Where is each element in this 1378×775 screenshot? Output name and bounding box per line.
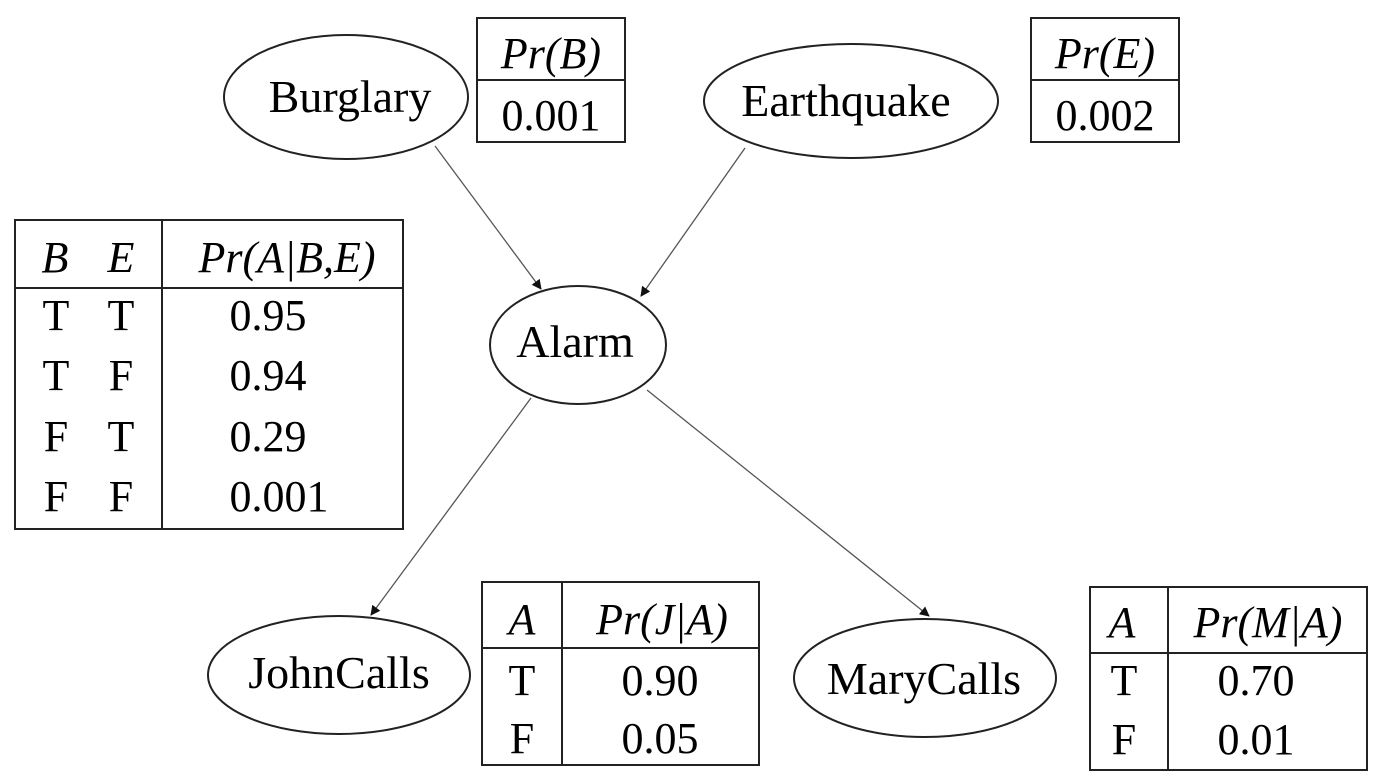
cpt-row: F 0.05 (510, 714, 699, 763)
cpt-cell-p: 0.95 (230, 291, 307, 340)
cpt-alarm: B E Pr(A|B,E) T T 0.95 T F 0.94 F T 0.29… (14, 219, 404, 530)
cpt-header-p: Pr(J|A) (595, 595, 728, 644)
cpt-header-e: E (107, 233, 135, 282)
cpt-johncalls: A Pr(J|A) T 0.90 F 0.05 (481, 581, 760, 766)
cpt-row: T 0.70 (1111, 656, 1295, 705)
cpt-header: Pr(B) (500, 29, 601, 78)
cpt-row: T 0.90 (509, 656, 699, 705)
cpt-cell-b: F (44, 412, 68, 461)
node-label: Burglary (269, 71, 432, 122)
cpt-cell-b: T (43, 291, 70, 340)
node-label: Alarm (516, 316, 634, 367)
node-marycalls[interactable]: MaryCalls (793, 618, 1057, 738)
cpt-marycalls: A Pr(M|A) T 0.70 F 0.01 (1089, 586, 1368, 771)
edge-alarm-johncalls (370, 397, 532, 616)
cpt-header-a: A (506, 595, 537, 644)
cpt-cell-e: T (108, 412, 135, 461)
node-alarm[interactable]: Alarm (489, 285, 667, 405)
cpt-cell-p: 0.01 (1218, 715, 1295, 764)
cpt-cell-b: T (43, 351, 70, 400)
cpt-cell-p: 0.90 (622, 656, 699, 705)
node-label: MaryCalls (827, 653, 1021, 704)
cpt-row: F F 0.001 (44, 472, 329, 521)
node-earthquake[interactable]: Earthquake (703, 43, 999, 159)
edge-alarm-marycalls (646, 389, 930, 617)
cpt-cell-p: 0.70 (1218, 656, 1295, 705)
cpt-cell-p: 0.001 (230, 472, 329, 521)
cpt-header-b: B (42, 233, 69, 282)
cpt-row: T F 0.94 (43, 351, 307, 400)
cpt-value: 0.002 (1056, 91, 1155, 140)
cpt-cell-p: 0.05 (622, 714, 699, 763)
cpt-cell-p: 0.94 (230, 351, 307, 400)
cpt-row: F T 0.29 (44, 412, 307, 461)
edge-earthquake-alarm (640, 147, 746, 297)
cpt-header: Pr(E) (1054, 29, 1155, 78)
cpt-row: F 0.01 (1112, 715, 1295, 764)
cpt-cell-a: T (509, 656, 536, 705)
cpt-cell-a: F (510, 714, 534, 763)
cpt-cell-p: 0.29 (230, 412, 307, 461)
cpt-cell-b: F (44, 472, 68, 521)
cpt-cell-e: F (109, 351, 133, 400)
edge-burglary-alarm (434, 145, 542, 290)
cpt-burglary: Pr(B) 0.001 (476, 17, 626, 143)
cpt-header-p: Pr(M|A) (1193, 598, 1343, 647)
cpt-cell-a: T (1111, 656, 1138, 705)
cpt-earthquake: Pr(E) 0.002 (1030, 17, 1180, 143)
cpt-header-a: A (1106, 598, 1137, 647)
cpt-cell-a: F (1112, 715, 1136, 764)
cpt-cell-e: F (109, 472, 133, 521)
edges (370, 145, 930, 617)
node-burglary[interactable]: Burglary (223, 34, 469, 160)
node-johncalls[interactable]: JohnCalls (207, 615, 471, 735)
node-label: Earthquake (741, 75, 950, 126)
cpt-header-p: Pr(A|B,E) (197, 233, 375, 282)
cpt-value: 0.001 (502, 91, 601, 140)
cpt-row: T T 0.95 (43, 291, 307, 340)
cpt-cell-e: T (108, 291, 135, 340)
node-label: JohnCalls (248, 647, 429, 698)
